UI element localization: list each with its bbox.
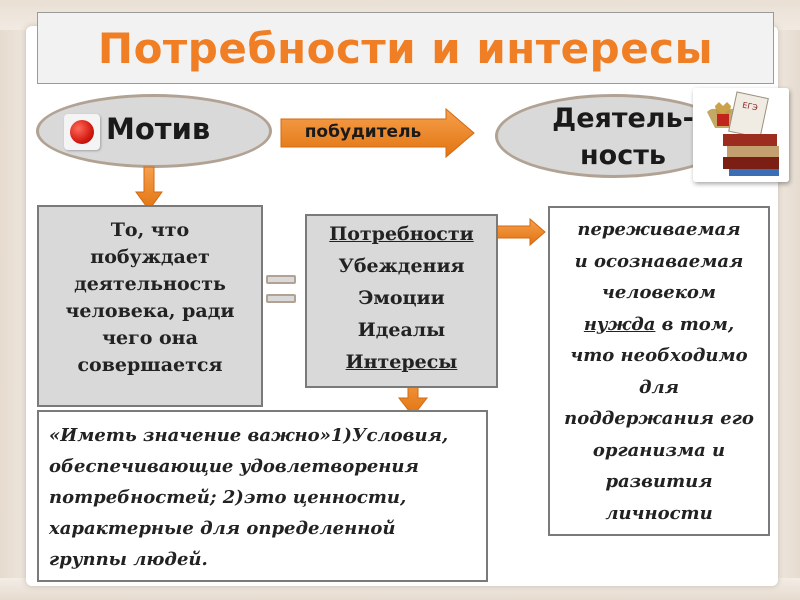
need-line: для	[638, 376, 680, 398]
arrow-label: побудитель	[304, 122, 422, 142]
definition-line: То, что	[110, 219, 190, 241]
title-box: Потребности и интересы	[37, 12, 774, 84]
interest-line: группы людей.	[49, 549, 208, 570]
interest-definition-box: «Иметь значение важно»1)Условия, обеспеч…	[37, 410, 488, 582]
ege-books-icon: ЕГЭ	[693, 88, 789, 182]
interest-line: потребностей; 2)это ценности,	[49, 487, 407, 508]
need-line: человеком	[601, 282, 717, 303]
definition-line: совершается	[77, 354, 223, 376]
interest-line: обеспечивающие удовлетворения	[49, 456, 419, 477]
form-emotions: Эмоции	[358, 287, 445, 309]
need-rest: в том,	[655, 313, 735, 335]
need-definition-box: переживаемая и осознаваемая человеком ну…	[548, 206, 770, 536]
need-line: что необходимо	[570, 345, 748, 366]
equals-bar-top	[266, 275, 296, 284]
interest-line: характерные для определенной	[49, 518, 396, 539]
equals-bar-bottom	[266, 294, 296, 303]
form-beliefs: Убеждения	[338, 255, 465, 277]
form-interests: Интересы	[345, 351, 458, 373]
need-line: и осознаваемая	[574, 250, 744, 272]
need-line: личности	[605, 502, 713, 524]
motive-label: Мотив	[106, 112, 211, 146]
need-line: развития	[605, 471, 713, 492]
red-circle-icon	[64, 114, 100, 150]
need-line: поддержания его	[564, 408, 754, 429]
activity-line-1: Деятель-	[552, 103, 694, 134]
interest-line: «Иметь значение важно»1)Условия,	[49, 425, 449, 446]
definition-line: деятельность	[74, 273, 226, 295]
activity-label: Деятель- ность	[538, 100, 708, 174]
motive-definition-box: То, что побуждает деятельность человека,…	[37, 205, 263, 407]
definition-line: чего она	[102, 327, 198, 349]
definition-line: побуждает	[90, 246, 210, 268]
definition-line: человека, ради	[65, 300, 235, 322]
ege-text: ЕГЭ	[741, 101, 758, 113]
need-line: организма и	[592, 439, 726, 461]
need-word: нужда	[583, 313, 656, 335]
page-title: Потребности и интересы	[97, 23, 714, 73]
need-line: переживаемая	[577, 219, 741, 240]
form-ideals: Идеалы	[357, 319, 446, 341]
activity-line-2: ность	[580, 140, 666, 171]
form-needs: Потребности	[329, 223, 474, 245]
motive-forms-box: Потребности Убеждения Эмоции Идеалы Инте…	[305, 214, 498, 388]
need-line-key: нужда в том,	[550, 309, 768, 341]
